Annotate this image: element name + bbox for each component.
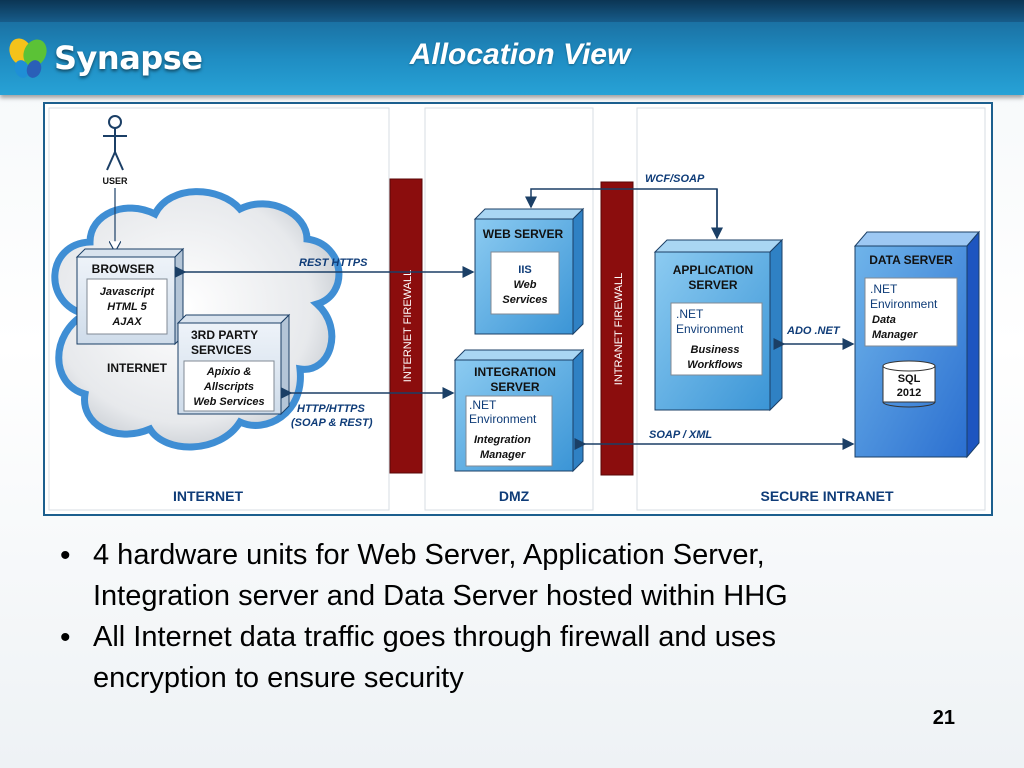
logo-text: Synapse xyxy=(54,39,203,77)
third-party-line-2: Allscripts xyxy=(203,381,254,393)
wcf-soap-label: WCF/SOAP xyxy=(645,173,705,185)
third-party-title-2: SERVICES xyxy=(191,343,251,357)
browser-line-3: AJAX xyxy=(111,316,142,328)
browser-line-1: Javascript xyxy=(100,286,156,298)
http-https-label-1: HTTP/HTTPS xyxy=(297,403,365,415)
third-party-line-3: Web Services xyxy=(193,396,264,408)
web-server-line-3: Services xyxy=(502,294,547,306)
ado-net-label: ADO .NET xyxy=(786,325,841,337)
internet-firewall-label: INTERNET FIREWALL xyxy=(402,270,414,382)
zone-internet-label: INTERNET xyxy=(173,488,243,504)
browser-box xyxy=(75,247,185,346)
internet-firewall xyxy=(389,178,423,474)
browser-line-2: HTML 5 xyxy=(107,301,147,313)
third-party-line-1: Apixio & xyxy=(206,366,252,378)
application-server-box xyxy=(653,238,784,412)
data-sub-2: Manager xyxy=(872,329,918,341)
bullet-2-line-1: All Internet data traffic goes through f… xyxy=(93,621,776,653)
intranet-firewall xyxy=(600,181,634,476)
http-https-label-2: (SOAP & REST) xyxy=(291,417,373,429)
rest-https-label: REST HTTPS xyxy=(299,257,368,269)
cloud-internet-label: INTERNET xyxy=(107,361,168,375)
user-label: USER xyxy=(102,176,128,186)
butterfly-icon xyxy=(9,38,47,78)
application-net-1: .NET xyxy=(676,307,704,321)
integration-sub-1: Integration xyxy=(474,434,531,446)
page-number: 21 xyxy=(932,707,955,729)
zone-intranet-label: SECURE INTRANET xyxy=(760,488,893,504)
database-icon xyxy=(882,360,936,408)
db-line-2: 2012 xyxy=(897,387,921,399)
browser-title: BROWSER xyxy=(92,262,155,276)
application-net-2: Environment xyxy=(676,322,744,336)
data-server-box xyxy=(853,230,981,459)
synapse-logo: Synapse xyxy=(8,34,203,82)
application-server-title-2: SERVER xyxy=(688,278,737,292)
db-line-1: SQL xyxy=(898,373,921,385)
integration-sub-2: Manager xyxy=(480,449,526,461)
slide-title: Allocation View xyxy=(409,38,631,71)
application-sub-1: Business xyxy=(691,344,740,356)
user-icon xyxy=(103,115,127,171)
third-party-title-1: 3RD PARTY xyxy=(191,328,258,342)
integration-server-title-2: SERVER xyxy=(490,380,539,394)
bullet-list: • 4 hardware units for Web Server, Appli… xyxy=(60,535,960,699)
zone-dmz-label: DMZ xyxy=(499,488,530,504)
header-top-band xyxy=(0,0,1024,22)
bullet-2-line-2: encryption to ensure security xyxy=(93,662,464,694)
web-server-title: WEB SERVER xyxy=(483,227,564,241)
bullet-dot: • xyxy=(60,621,71,654)
bullet-item: • All Internet data traffic goes through… xyxy=(60,617,960,699)
diagram-canvas: USER BROWSER Javascript HTML 5 AJAX INTE… xyxy=(48,107,986,511)
bullet-dot: • xyxy=(60,539,71,572)
slide-header: Synapse Allocation View xyxy=(0,0,1024,95)
integration-net-2: Environment xyxy=(469,412,537,426)
intranet-firewall-label: INTRANET FIREWALL xyxy=(613,273,625,385)
application-sub-2: Workflows xyxy=(687,359,742,371)
web-server-box xyxy=(473,207,585,336)
web-server-line-2: Web xyxy=(513,279,536,291)
web-server-line-1: IIS xyxy=(518,264,531,276)
data-net-2: Environment xyxy=(870,297,938,311)
data-net-1: .NET xyxy=(870,282,898,296)
allocation-diagram: USER BROWSER Javascript HTML 5 AJAX INTE… xyxy=(43,102,993,516)
integration-server-title-1: INTEGRATION xyxy=(474,365,556,379)
bullet-1-line-2: Integration server and Data Server hoste… xyxy=(93,580,788,612)
bullet-1-line-1: 4 hardware units for Web Server, Applica… xyxy=(93,539,765,571)
integration-net-1: .NET xyxy=(469,398,497,412)
data-server-title: DATA SERVER xyxy=(869,253,953,267)
bullet-item: • 4 hardware units for Web Server, Appli… xyxy=(60,535,960,617)
application-server-title-1: APPLICATION xyxy=(673,263,753,277)
soap-xml-label: SOAP / XML xyxy=(649,429,712,441)
data-sub-1: Data xyxy=(872,314,896,326)
